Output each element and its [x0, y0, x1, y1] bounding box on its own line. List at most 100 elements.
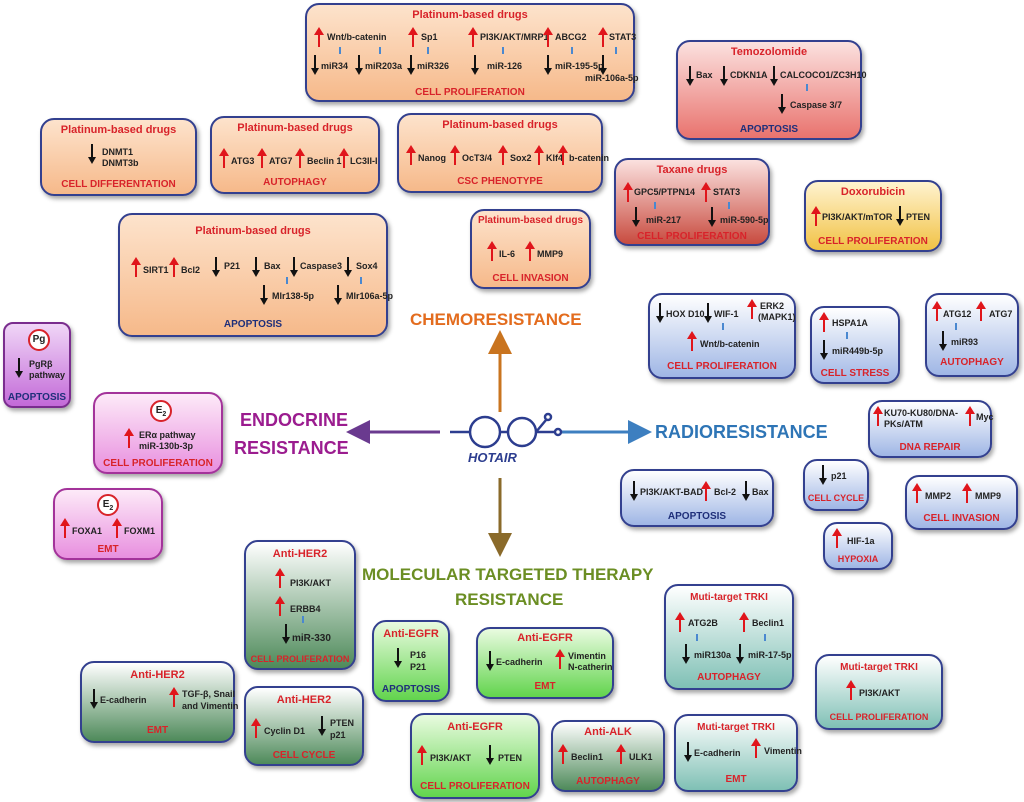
down-arrow-icon [13, 358, 25, 378]
box-footer: CELL INVASION [492, 273, 569, 284]
gene-label: FOXA1 [72, 526, 103, 536]
gene-label: Myc [976, 412, 994, 422]
down-arrow-icon [776, 94, 788, 114]
down-arrow-icon [630, 207, 642, 227]
up-arrow-icon [542, 27, 554, 47]
box-footer: CELL PROLIFERATION [818, 236, 928, 247]
inhibition-bar-icon [955, 323, 957, 330]
down-arrow-icon [734, 644, 746, 664]
gene-label: E-cadherin [496, 657, 543, 667]
gene-label: IL-6 [499, 249, 516, 259]
gene-label: ATG7 [989, 309, 1013, 319]
up-arrow-icon [700, 182, 712, 202]
plat-csc-box: Platinum-based drugs Nanog OcT3/4 Sox2 K… [397, 113, 609, 193]
gene-label: ULK1 [629, 752, 653, 762]
inhibition-bar-icon [846, 332, 848, 339]
gene-label: Bcl-2 [714, 487, 737, 497]
down-arrow-icon [353, 55, 365, 75]
e2-circle: E2 [97, 494, 119, 516]
radio-prolif-box: HOX D10 WIF-1 ERK2 (MAPK1) Wnt/b-catenin… [648, 293, 796, 379]
down-arrow-icon [706, 207, 718, 227]
up-arrow-icon [831, 528, 843, 548]
down-arrow-icon [280, 624, 292, 644]
box-title: Platinum-based drugs [60, 124, 177, 136]
hotair-label: HOTAIR [468, 450, 517, 465]
box-footer: CELL DIFFERENTATION [61, 179, 176, 190]
down-arrow-icon [817, 465, 829, 485]
up-arrow-icon [533, 145, 545, 165]
up-arrow-icon [130, 257, 142, 277]
inhibition-bar-icon [286, 277, 288, 284]
up-arrow-icon [168, 687, 180, 707]
down-arrow-icon [88, 689, 100, 709]
down-arrow-icon [654, 303, 666, 323]
gene-label: Nanog [418, 153, 446, 163]
plat-invasion-box: Platinum-based drugs IL-6 MMP9 CELL INVA… [470, 209, 591, 289]
gene-label: ERBB4 [290, 604, 321, 614]
up-arrow-icon [557, 145, 569, 165]
trki-auto-box: Muti-target TRKI ATG2B Beclin1 miR130a m… [664, 584, 794, 690]
gene-label: Sox4 [356, 261, 378, 271]
mirna-label: miR-126 [487, 61, 523, 71]
down-arrow-icon [768, 66, 780, 86]
radio-apop-box: PI3K/AKT-BAD Bcl-2 Bax APOPTOSIS [620, 469, 774, 527]
gene-label: Bcl2 [181, 265, 201, 275]
doxorubicin-box: Doxorubicin PI3K/AKT/mTOR PTEN CELL PROL… [804, 180, 942, 252]
gene-label: E-cadherin [694, 748, 741, 758]
gene-label: ATG3 [231, 156, 255, 166]
pg-box: Pg PgRβ pathway APOPTOSIS [3, 322, 71, 408]
inhibition-bar-icon [806, 84, 808, 91]
mirna-label: miR-17-5p [748, 650, 792, 660]
box-title: Platinum-based drugs [442, 119, 558, 131]
up-arrow-icon [931, 301, 943, 321]
mtt-label: MOLECULAR TARGETED THERAPY [362, 565, 654, 584]
box-footer: CELL CYCLE [807, 493, 865, 503]
gene-label: STAT3 [609, 32, 637, 42]
box-footer: APOPTOSIS [381, 684, 441, 695]
up-arrow-icon [622, 182, 634, 202]
radio-cycle-box: p21 CELL CYCLE [803, 459, 869, 511]
egfr-apop-box: Anti-EGFR P16 P21 APOPTOSIS [372, 620, 450, 702]
up-arrow-icon [486, 241, 498, 261]
gene-label: DNMT1 [102, 147, 133, 157]
her2-cycle-box: Anti-HER2 Cyclin D1 PTEN p21 CELL CYCLE [244, 686, 364, 766]
gene-label: MMP2 [925, 491, 952, 501]
gene-label: P21 [224, 261, 241, 271]
gene-label: PI3K/AKT [430, 753, 472, 763]
inhibition-bar-icon [360, 277, 362, 284]
box-title: Muti-target TRKI [840, 662, 918, 673]
radioresistance-label: RADIORESISTANCE [655, 422, 828, 442]
mirna-label: miR34 [321, 61, 349, 71]
gene-label: CDKN1A [730, 70, 768, 80]
down-arrow-icon [484, 745, 496, 765]
endocrine-resistance-label: RESISTANCE [234, 438, 349, 458]
up-arrow-icon [416, 745, 428, 765]
up-arrow-icon [810, 206, 822, 226]
box-title: Platinum-based drugs [237, 122, 353, 134]
up-arrow-icon [218, 148, 230, 168]
pg-circle: Pg [28, 329, 50, 351]
box-footer: CELL PROLIFERATION [667, 361, 777, 372]
alk-box: Anti-ALK Beclin1 ULK1 AUTOPHAGY [551, 720, 665, 792]
gene-label: p21 [831, 471, 847, 481]
mirna-label: Mlr106a-5p [346, 291, 394, 301]
up-arrow-icon [449, 145, 461, 165]
up-arrow-icon [557, 744, 569, 764]
mirna-label: miR-106a-5p [585, 73, 639, 83]
mtt-resistance-label: RESISTANCE [455, 590, 564, 609]
endocrine-label: ENDOCRINE [240, 410, 349, 430]
up-arrow-icon [911, 483, 923, 503]
gene-label: Beclin 1 [307, 156, 342, 166]
her2-prolif-box: Anti-HER2 PI3K/AKT ERBB4 miR-330 CELL PR… [244, 540, 356, 670]
gene-label: HOX D10 [666, 309, 705, 319]
gene-label: FOXM1 [124, 526, 156, 536]
gene-label: Bax [696, 70, 713, 80]
trki-prolif-box: Muti-target TRKI PI3K/AKT CELL PROLIFERA… [815, 654, 943, 730]
gene-label: Cyclin D1 [264, 726, 306, 736]
plat-prolif-box: Platinum-based drugs Wnt/b-catenin Sp1 P… [305, 3, 639, 102]
gene-label: PI3K/AKT/MRP1 [480, 32, 549, 42]
box-title: Temozolomide [730, 46, 808, 58]
box-footer: AUTOPHAGY [576, 776, 640, 787]
inhibition-bar-icon [339, 47, 341, 54]
